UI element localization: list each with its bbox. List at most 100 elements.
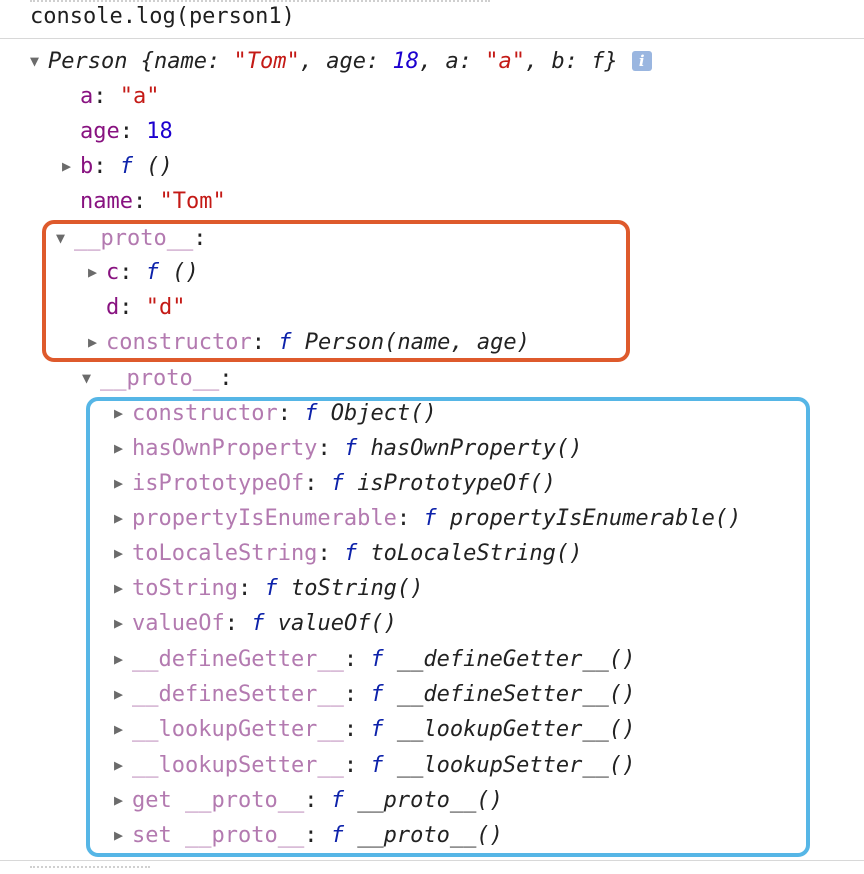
proto2-item[interactable]: ▶__defineSetter__: f __defineSetter__() [114, 677, 635, 712]
expand-triangle-icon[interactable]: ▶ [114, 579, 124, 597]
proto-key: __proto__ [74, 226, 194, 251]
class-name: Person [48, 49, 128, 74]
prop-value: __lookupSetter__() [396, 753, 636, 778]
expand-triangle-icon[interactable]: ▶ [88, 263, 98, 281]
prop-value: () [172, 260, 199, 285]
expand-triangle-icon[interactable]: ▶ [62, 157, 72, 175]
highlight-box-red [42, 220, 630, 362]
separator [0, 38, 864, 39]
prop-value: "a" [119, 84, 160, 109]
preview-age-key: age [326, 49, 366, 74]
prop-key: propertyIsEnumerable [132, 506, 397, 531]
function-f-label: f [330, 788, 344, 813]
function-f-label: f [423, 506, 437, 531]
prop-key: get __proto__ [132, 788, 305, 813]
open-brace: { [140, 49, 154, 74]
expand-triangle-icon[interactable]: ▶ [114, 544, 124, 562]
expand-triangle-open-icon[interactable]: ▼ [30, 52, 40, 70]
proto1-prop-c[interactable]: ▶c: f () [88, 255, 199, 290]
function-f-label: f [304, 401, 318, 426]
expand-triangle-icon[interactable]: ▶ [114, 474, 124, 492]
expand-triangle-icon[interactable]: ▶ [114, 720, 124, 738]
proto2-item[interactable]: ▶__lookupSetter__: f __lookupSetter__() [114, 748, 635, 783]
prop-key: toLocaleString [132, 541, 318, 566]
prop-key: isPrototypeOf [132, 471, 305, 496]
proto2-item[interactable]: ▶toString: f toString() [114, 571, 423, 606]
proto1-prop-constructor[interactable]: ▶constructor: f Person(name, age) [88, 325, 530, 360]
prop-row-age: age: 18 [80, 119, 173, 144]
previous-line-fragment [30, 0, 490, 2]
prop-value: __defineSetter__() [396, 682, 636, 707]
function-f-label: f [370, 647, 384, 672]
function-f-label: f [330, 471, 344, 496]
info-icon[interactable]: i [631, 51, 652, 71]
prop-key: __lookupGetter__ [132, 717, 344, 742]
proto-row-level1[interactable]: ▼__proto__: [56, 221, 206, 256]
proto2-item[interactable]: ▶get __proto__: f __proto__() [114, 783, 503, 818]
expand-triangle-icon[interactable]: ▶ [114, 509, 124, 527]
proto2-item[interactable]: ▶__defineGetter__: f __defineGetter__() [114, 642, 635, 677]
prop-row-b[interactable]: ▶b: f () [62, 149, 173, 184]
expand-triangle-icon[interactable]: ▶ [114, 650, 124, 668]
prop-value: Person(name, age) [304, 330, 530, 355]
console-command: console.log(person1) [30, 0, 295, 34]
prop-key: set __proto__ [132, 823, 305, 848]
prop-value: __lookupGetter__() [396, 717, 636, 742]
preview-name-key: name [153, 49, 207, 74]
prop-key: d [106, 295, 120, 320]
proto2-item[interactable]: ▶propertyIsEnumerable: f propertyIsEnume… [114, 501, 741, 536]
proto1-prop-d: d: "d" [106, 295, 186, 320]
prop-value: 18 [146, 119, 173, 144]
proto2-item[interactable]: ▶constructor: f Object() [114, 396, 437, 431]
separator [0, 860, 864, 861]
prop-key: constructor [106, 330, 252, 355]
proto2-item[interactable]: ▶hasOwnProperty: f hasOwnProperty() [114, 431, 582, 466]
next-line-fragment [30, 866, 150, 874]
prop-key: __defineGetter__ [132, 647, 344, 672]
function-f-label: f [343, 436, 358, 461]
prop-value: toLocaleString() [370, 541, 583, 566]
function-f-label: f [264, 576, 278, 601]
function-f-label: f [119, 154, 133, 179]
proto-row-level2[interactable]: ▼__proto__: [82, 361, 232, 396]
function-f-label: f [330, 823, 344, 848]
proto2-item[interactable]: ▶isPrototypeOf: f isPrototypeOf() [114, 466, 556, 501]
prop-value: propertyIsEnumerable() [449, 506, 742, 531]
function-f-label: f [145, 260, 159, 285]
prop-value: hasOwnProperty() [370, 436, 583, 461]
expand-triangle-icon[interactable]: ▶ [114, 685, 124, 703]
prop-key: __lookupSetter__ [132, 753, 344, 778]
expand-triangle-icon[interactable]: ▶ [114, 756, 124, 774]
proto2-item[interactable]: ▶toLocaleString: f toLocaleString() [114, 536, 582, 571]
function-f-label: f [370, 682, 384, 707]
prop-value: toString() [290, 576, 424, 601]
expand-triangle-open-icon[interactable]: ▼ [56, 229, 66, 247]
expand-triangle-icon[interactable]: ▶ [114, 404, 124, 422]
expand-triangle-icon[interactable]: ▶ [88, 333, 98, 351]
function-f-label: f [370, 753, 384, 778]
preview-age-value: 18 [392, 49, 419, 74]
prop-row-name: name: "Tom" [80, 189, 226, 214]
object-summary-row[interactable]: ▼Person {name: "Tom", age: 18, a: "a", b… [30, 44, 652, 79]
preview-b-key: b [551, 49, 565, 74]
prop-key: a [80, 84, 94, 109]
proto2-item[interactable]: ▶set __proto__: f __proto__() [114, 818, 503, 853]
prop-key: toString [132, 576, 238, 601]
prop-value: valueOf() [277, 611, 397, 636]
expand-triangle-icon[interactable]: ▶ [114, 614, 124, 632]
proto2-item[interactable]: ▶__lookupGetter__: f __lookupGetter__() [114, 712, 635, 747]
prop-value: __defineGetter__() [396, 647, 636, 672]
expand-triangle-icon[interactable]: ▶ [114, 791, 124, 809]
function-f-label: f [278, 330, 292, 355]
expand-triangle-open-icon[interactable]: ▼ [82, 369, 92, 387]
prop-value: () [146, 154, 173, 179]
prop-value: __proto__() [357, 788, 503, 813]
prop-value: Object() [330, 401, 437, 426]
prop-value: __proto__() [357, 823, 503, 848]
proto2-item[interactable]: ▶valueOf: f valueOf() [114, 606, 397, 641]
prop-key: __defineSetter__ [132, 682, 344, 707]
function-f-label: f [343, 541, 358, 566]
expand-triangle-icon[interactable]: ▶ [114, 439, 124, 457]
expand-triangle-icon[interactable]: ▶ [114, 826, 124, 844]
